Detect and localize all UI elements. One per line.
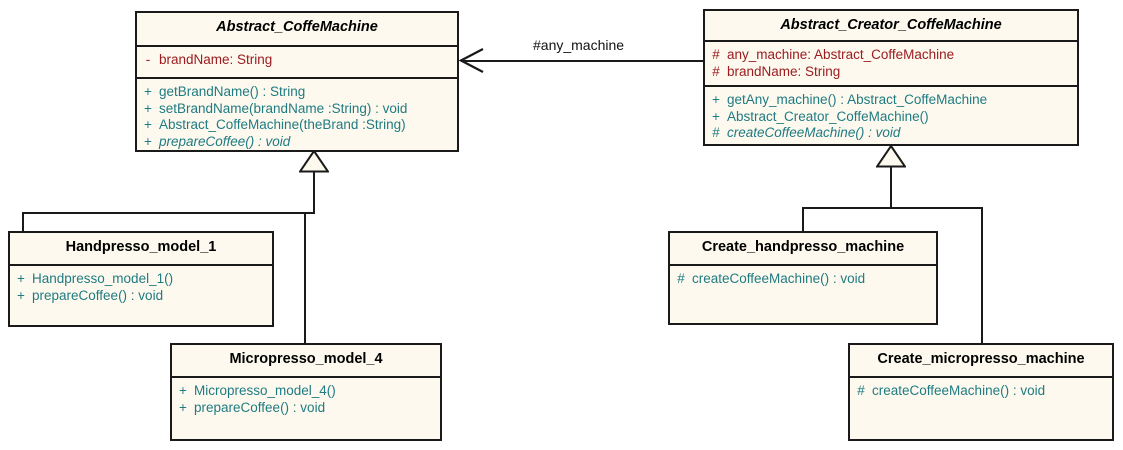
operation-label: Abstract_Creator_CoffeMachine() [727, 108, 929, 124]
operations-compartment-create-micropresso-machine: # createCoffeeMachine() : void [850, 378, 1112, 405]
visibility-marker: # [712, 125, 720, 140]
operation-row: # createCoffeeMachine() : void [705, 125, 1077, 142]
class-title-abstract-coffemachine: Abstract_CoffeMachine [137, 13, 457, 47]
class-title-abstract-creator-coffemachine: Abstract_Creator_CoffeMachine [705, 11, 1077, 42]
generalization-branch-handpresso [22, 212, 24, 233]
operation-row: + getBrandName() : String [137, 84, 457, 101]
visibility-marker: + [179, 383, 187, 398]
operation-row: + Micropresso_model_4() [172, 383, 440, 400]
operation-row: + getAny_machine() : Abstract_CoffeMachi… [705, 92, 1077, 109]
operations-compartment-abstract-coffemachine: + getBrandName() : String + setBrandName… [137, 79, 457, 155]
operation-row: + prepareCoffee() : void [137, 134, 457, 151]
visibility-marker: + [144, 133, 152, 149]
class-title-micropresso-model-4: Micropresso_model_4 [172, 345, 440, 378]
visibility-marker: # [677, 271, 685, 286]
visibility-marker: # [712, 63, 720, 79]
attribute-label: brandName: String [159, 52, 273, 67]
operation-row: # createCoffeeMachine() : void [670, 271, 936, 288]
operation-row: # createCoffeeMachine() : void [850, 383, 1112, 400]
operation-label: prepareCoffee() : void [32, 287, 164, 303]
operation-row: + Abstract_Creator_CoffeMachine() [705, 109, 1077, 126]
generalization-stem-right [890, 166, 892, 209]
operation-row: + Handpresso_model_1() [10, 271, 272, 288]
operation-row: + prepareCoffee() : void [10, 288, 272, 305]
operation-row: + prepareCoffee() : void [172, 400, 440, 417]
attribute-label: any_machine: Abstract_CoffeMachine [727, 47, 955, 62]
attribute-row: - brandName: String [137, 52, 457, 69]
visibility-marker: - [145, 52, 151, 67]
operation-label: createCoffeeMachine() : void [872, 383, 1046, 398]
attributes-compartment-abstract-coffemachine: - brandName: String [137, 47, 457, 79]
generalization-branch-create-micropresso [981, 207, 983, 345]
class-box-abstract-creator-coffemachine[interactable]: Abstract_Creator_CoffeMachine # any_mach… [703, 9, 1079, 146]
operation-label: setBrandName(brandName :String) : void [159, 100, 408, 116]
class-title-handpresso-model-1: Handpresso_model_1 [10, 233, 272, 266]
class-box-handpresso-model-1[interactable]: Handpresso_model_1 + Handpresso_model_1(… [8, 231, 274, 327]
generalization-branch-create-handpresso [802, 207, 804, 233]
visibility-marker: + [712, 108, 720, 124]
operation-label: Handpresso_model_1() [32, 271, 174, 286]
operation-row: + Abstract_CoffeMachine(theBrand :String… [137, 117, 457, 134]
attribute-row: # brandName: String [705, 64, 1077, 81]
class-box-create-handpresso-machine[interactable]: Create_handpresso_machine # createCoffee… [668, 231, 938, 325]
operation-label: getAny_machine() : Abstract_CoffeMachine [727, 92, 988, 107]
visibility-marker: + [17, 287, 25, 303]
generalization-bus-right [802, 207, 983, 209]
class-box-create-micropresso-machine[interactable]: Create_micropresso_machine # createCoffe… [848, 343, 1114, 441]
attributes-compartment-abstract-creator-coffemachine: # any_machine: Abstract_CoffeMachine # b… [705, 42, 1077, 87]
class-box-abstract-coffemachine[interactable]: Abstract_CoffeMachine - brandName: Strin… [135, 11, 459, 152]
visibility-marker: + [712, 92, 720, 107]
association-open-arrowhead-icon [459, 48, 485, 74]
association-label-any-machine: #any_machine [533, 37, 625, 53]
visibility-marker: + [17, 271, 25, 286]
operation-label: prepareCoffee() : void [159, 133, 291, 149]
operations-compartment-handpresso-model-1: + Handpresso_model_1() + prepareCoffee()… [10, 266, 272, 309]
visibility-marker: + [144, 100, 152, 116]
operations-compartment-micropresso-model-4: + Micropresso_model_4() + prepareCoffee(… [172, 378, 440, 421]
attribute-row: # any_machine: Abstract_CoffeMachine [705, 47, 1077, 64]
operation-label: Micropresso_model_4() [194, 383, 336, 398]
class-box-micropresso-model-4[interactable]: Micropresso_model_4 + Micropresso_model_… [170, 343, 442, 441]
generalization-branch-micropresso [304, 212, 306, 345]
operation-label: createCoffeeMachine() : void [692, 271, 866, 286]
visibility-marker: + [144, 117, 152, 132]
operation-label: prepareCoffee() : void [194, 399, 326, 415]
operation-label: createCoffeeMachine() : void [727, 125, 901, 140]
operations-compartment-abstract-creator-coffemachine: + getAny_machine() : Abstract_CoffeMachi… [705, 87, 1077, 147]
generalization-bus-left [22, 212, 315, 214]
visibility-marker: + [179, 399, 187, 415]
generalization-stem-left [313, 171, 315, 214]
operation-row: + setBrandName(brandName :String) : void [137, 101, 457, 118]
operation-label: Abstract_CoffeMachine(theBrand :String) [159, 117, 406, 132]
visibility-marker: # [712, 47, 720, 62]
operations-compartment-create-handpresso-machine: # createCoffeeMachine() : void [670, 266, 936, 293]
class-title-create-micropresso-machine: Create_micropresso_machine [850, 345, 1112, 378]
association-line-any-machine [461, 60, 703, 62]
attribute-label: brandName: String [727, 63, 841, 79]
class-title-create-handpresso-machine: Create_handpresso_machine [670, 233, 936, 266]
operation-label: getBrandName() : String [159, 84, 306, 99]
visibility-marker: + [144, 84, 152, 99]
visibility-marker: # [857, 383, 865, 398]
